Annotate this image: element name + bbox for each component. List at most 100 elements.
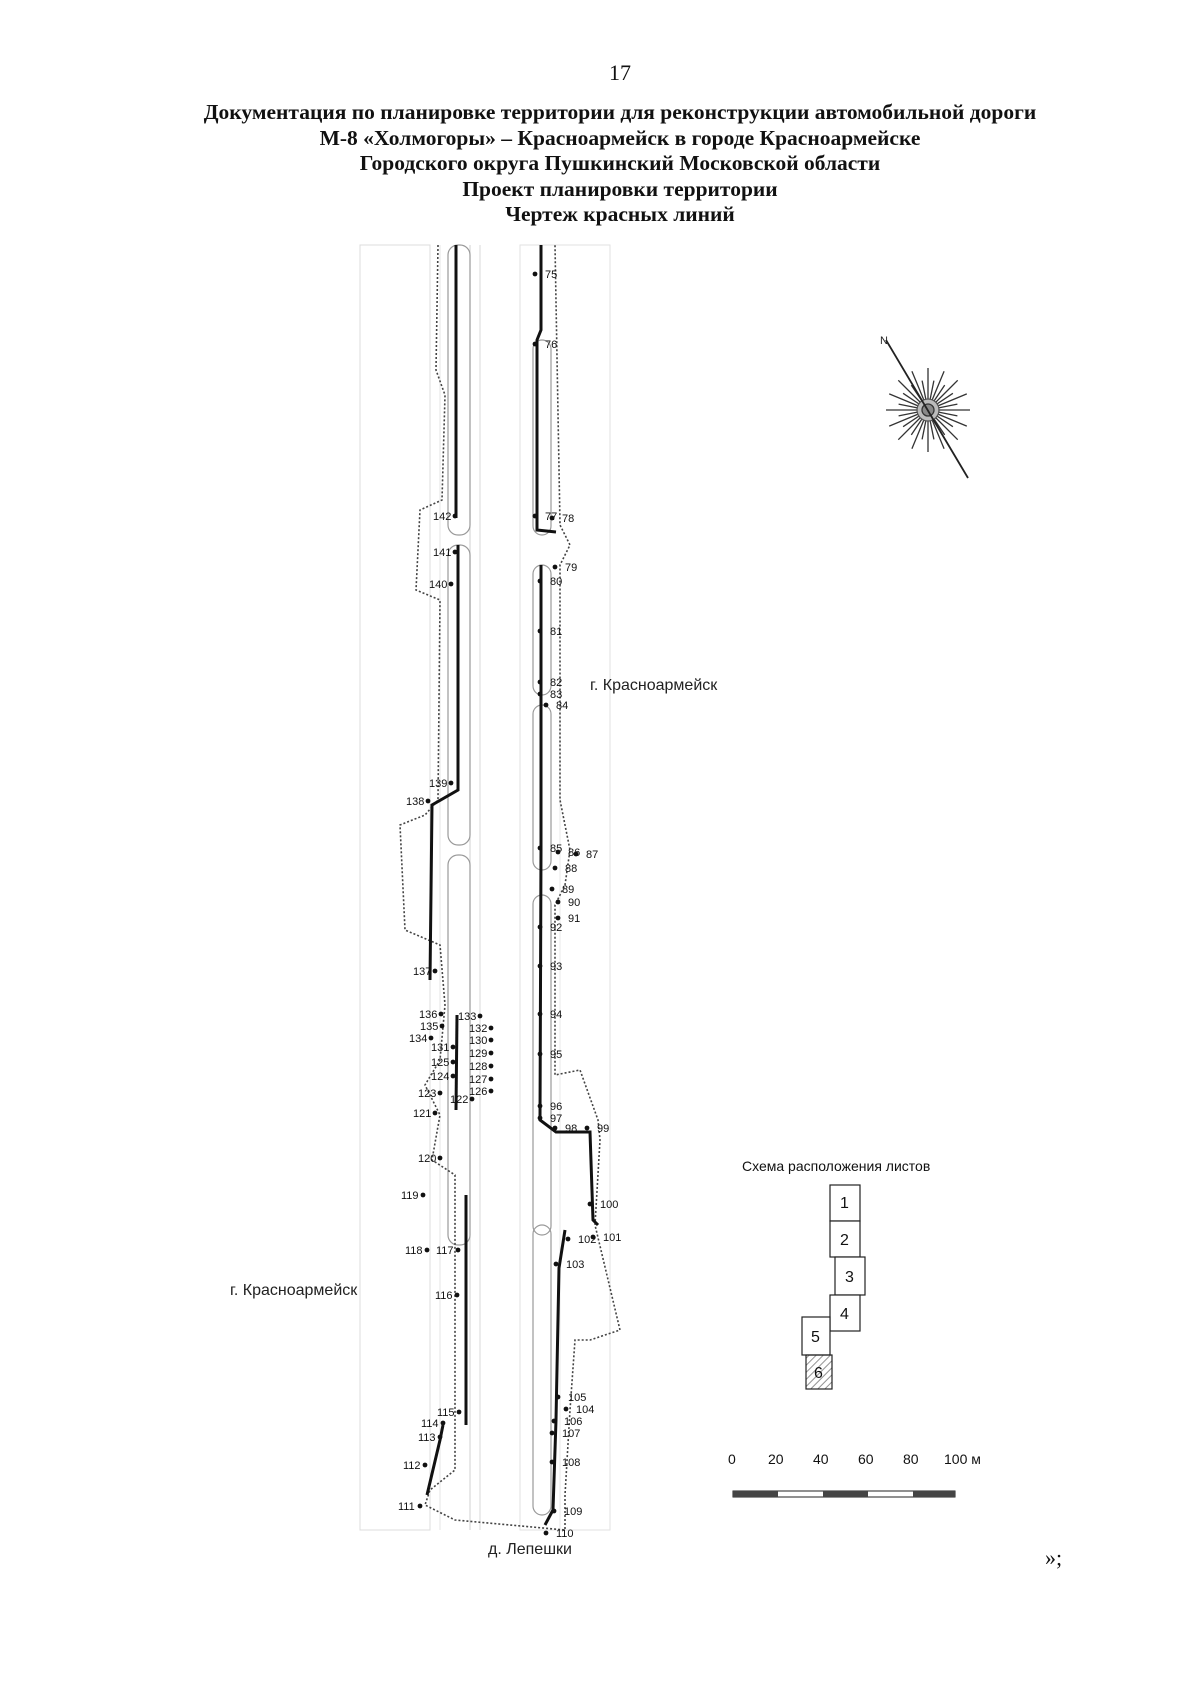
svg-text:6: 6	[814, 1365, 823, 1382]
base-map-background	[359, 244, 611, 1531]
closing-mark: »;	[1045, 1545, 1063, 1570]
point-marker-103	[553, 1261, 559, 1267]
point-label-94: 94	[550, 1009, 562, 1021]
point-label-138: 138	[406, 796, 424, 808]
title-line-4: Проект планировки территории	[462, 176, 778, 201]
point-marker-133	[477, 1013, 483, 1019]
point-marker-114	[440, 1420, 446, 1426]
svg-text:5: 5	[811, 1329, 820, 1346]
point-label-93: 93	[550, 961, 562, 973]
document-title: Документация по планировке территории дл…	[0, 100, 1200, 228]
sheet-1: 1	[829, 1184, 861, 1222]
point-marker-123	[437, 1090, 443, 1096]
point-label-78: 78	[562, 513, 574, 525]
point-marker-134	[428, 1035, 434, 1041]
point-marker-89	[549, 886, 555, 892]
point-label-99: 99	[597, 1123, 609, 1135]
point-label-132: 132	[469, 1023, 487, 1035]
point-marker-115	[456, 1409, 462, 1415]
point-marker-106	[551, 1418, 557, 1424]
point-marker-116	[454, 1292, 460, 1298]
svg-text:40: 40	[813, 1451, 829, 1467]
point-label-124: 124	[431, 1071, 449, 1083]
point-label-117: 117	[436, 1245, 454, 1257]
point-label-112: 112	[403, 1460, 421, 1472]
point-marker-121	[432, 1110, 438, 1116]
point-marker-138	[425, 798, 431, 804]
point-label-102: 102	[578, 1234, 596, 1246]
svg-text:3: 3	[845, 1269, 854, 1286]
svg-text:100 м: 100 м	[944, 1451, 981, 1467]
point-label-81: 81	[550, 626, 562, 638]
point-marker-112	[422, 1462, 428, 1468]
point-label-87: 87	[586, 849, 598, 861]
point-label-105: 105	[568, 1392, 586, 1404]
title-line-2: М-8 «Холмогоры» – Красноармейск в городе…	[319, 125, 921, 150]
svg-text:1: 1	[840, 1195, 849, 1212]
sheet-2: 2	[829, 1220, 861, 1258]
point-label-130: 130	[469, 1035, 487, 1047]
point-marker-84	[543, 702, 549, 708]
sheet-4: 4	[829, 1294, 861, 1332]
point-label-90: 90	[568, 897, 580, 909]
point-label-140: 140	[429, 579, 447, 591]
point-marker-117	[455, 1247, 461, 1253]
point-label-128: 128	[469, 1061, 487, 1073]
point-marker-95	[537, 1051, 543, 1057]
point-label-96: 96	[550, 1101, 562, 1113]
point-marker-118	[424, 1247, 430, 1253]
point-label-127: 127	[469, 1074, 487, 1086]
point-label-75: 75	[545, 269, 557, 281]
point-marker-140	[448, 581, 454, 587]
point-marker-86	[555, 849, 561, 855]
point-label-125: 125	[431, 1057, 449, 1069]
point-marker-99	[584, 1125, 590, 1131]
point-label-92: 92	[550, 922, 562, 934]
point-marker-82	[537, 679, 543, 685]
point-label-111: 111	[398, 1501, 415, 1513]
point-label-76: 76	[545, 339, 557, 351]
point-marker-81	[537, 628, 543, 634]
point-marker-125	[450, 1059, 456, 1065]
point-label-121: 121	[413, 1108, 431, 1120]
point-marker-141	[452, 549, 458, 555]
svg-text:0: 0	[728, 1451, 736, 1467]
point-label-120: 120	[418, 1153, 436, 1165]
point-marker-119	[420, 1192, 426, 1198]
svg-text:60: 60	[858, 1451, 874, 1467]
point-label-134: 134	[409, 1033, 427, 1045]
point-label-80: 80	[550, 576, 562, 588]
page-number: 17	[609, 60, 631, 85]
point-label-126: 126	[469, 1086, 487, 1098]
point-marker-75	[532, 271, 538, 277]
point-label-114: 114	[421, 1418, 439, 1430]
svg-text:80: 80	[903, 1451, 919, 1467]
compass-rose-icon: N	[880, 335, 970, 479]
point-label-107: 107	[562, 1428, 580, 1440]
point-marker-92	[537, 924, 543, 930]
svg-text:N: N	[880, 335, 888, 347]
title-line-5: Чертеж красных линий	[505, 202, 735, 226]
point-marker-80	[537, 578, 543, 584]
point-marker-93	[537, 963, 543, 969]
point-label-89: 89	[562, 884, 574, 896]
point-marker-108	[549, 1459, 555, 1465]
svg-text:4: 4	[840, 1306, 849, 1323]
point-marker-139	[448, 780, 454, 786]
point-marker-76	[532, 341, 538, 347]
point-label-123: 123	[418, 1088, 436, 1100]
point-marker-126	[488, 1088, 494, 1094]
sheet-scheme-title: Схема расположения листов	[742, 1158, 930, 1174]
point-label-88: 88	[565, 863, 577, 875]
point-label-95: 95	[550, 1049, 562, 1061]
title-line-3: Городского округа Пушкинский Московской …	[359, 151, 881, 175]
point-label-82: 82	[550, 677, 562, 689]
point-label-139: 139	[429, 778, 447, 790]
point-marker-124	[450, 1073, 456, 1079]
point-marker-109	[551, 1508, 557, 1514]
point-marker-136	[438, 1011, 444, 1017]
point-marker-135	[439, 1023, 445, 1029]
point-label-136: 136	[419, 1009, 437, 1021]
point-label-116: 116	[435, 1290, 453, 1302]
point-label-129: 129	[469, 1048, 487, 1060]
